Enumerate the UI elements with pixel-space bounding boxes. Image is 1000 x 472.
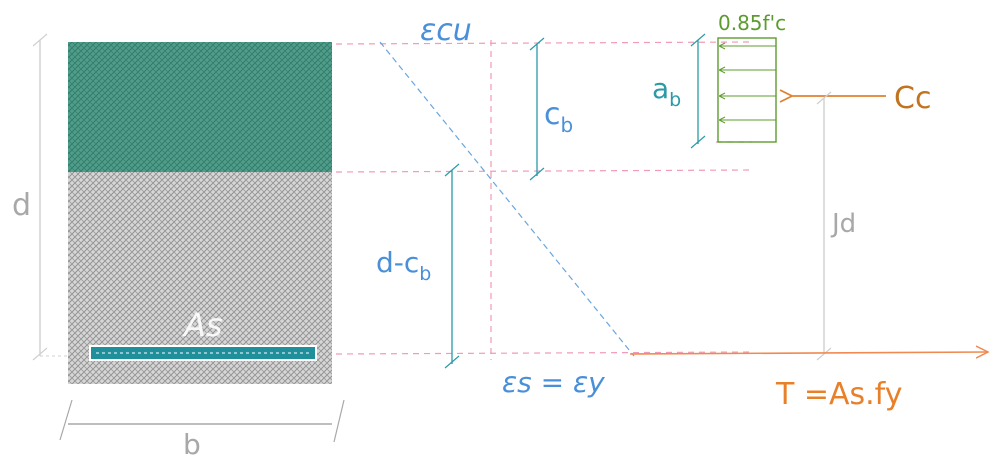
stress-block: 0.85f'c <box>717 11 786 143</box>
lever-arm: Jd <box>816 91 856 361</box>
neutral-axis-depth: cb <box>529 37 573 181</box>
tension-force: T =As.fy <box>629 352 988 412</box>
cb-label: cb <box>544 97 573 137</box>
strain-profile: εcu εs = εy <box>379 13 635 399</box>
steel-area-label: As <box>182 306 223 344</box>
rebar <box>89 345 317 361</box>
depth-label: d <box>12 188 31 223</box>
width-label: b <box>183 428 201 461</box>
guide-lines <box>335 40 753 360</box>
stress-block-depth: ab <box>652 33 706 149</box>
compression-force: Cc <box>790 81 931 116</box>
strain-bottom-label: εs = εy <box>502 366 605 399</box>
cross-section: As <box>68 42 332 384</box>
width-dimension: b <box>59 399 345 461</box>
cc-label: Cc <box>894 81 931 116</box>
d-minus-cb-label: d-cb <box>376 246 431 285</box>
ab-label: ab <box>652 72 681 111</box>
compression-zone <box>68 42 332 172</box>
strain-top-label: εcu <box>420 13 472 48</box>
stress-label: 0.85f'c <box>718 11 786 35</box>
d-minus-cb-dimension: d-cb <box>376 163 460 369</box>
jd-label: Jd <box>830 209 856 239</box>
tension-label: T =As.fy <box>775 377 902 412</box>
depth-dimension: d <box>12 33 68 361</box>
